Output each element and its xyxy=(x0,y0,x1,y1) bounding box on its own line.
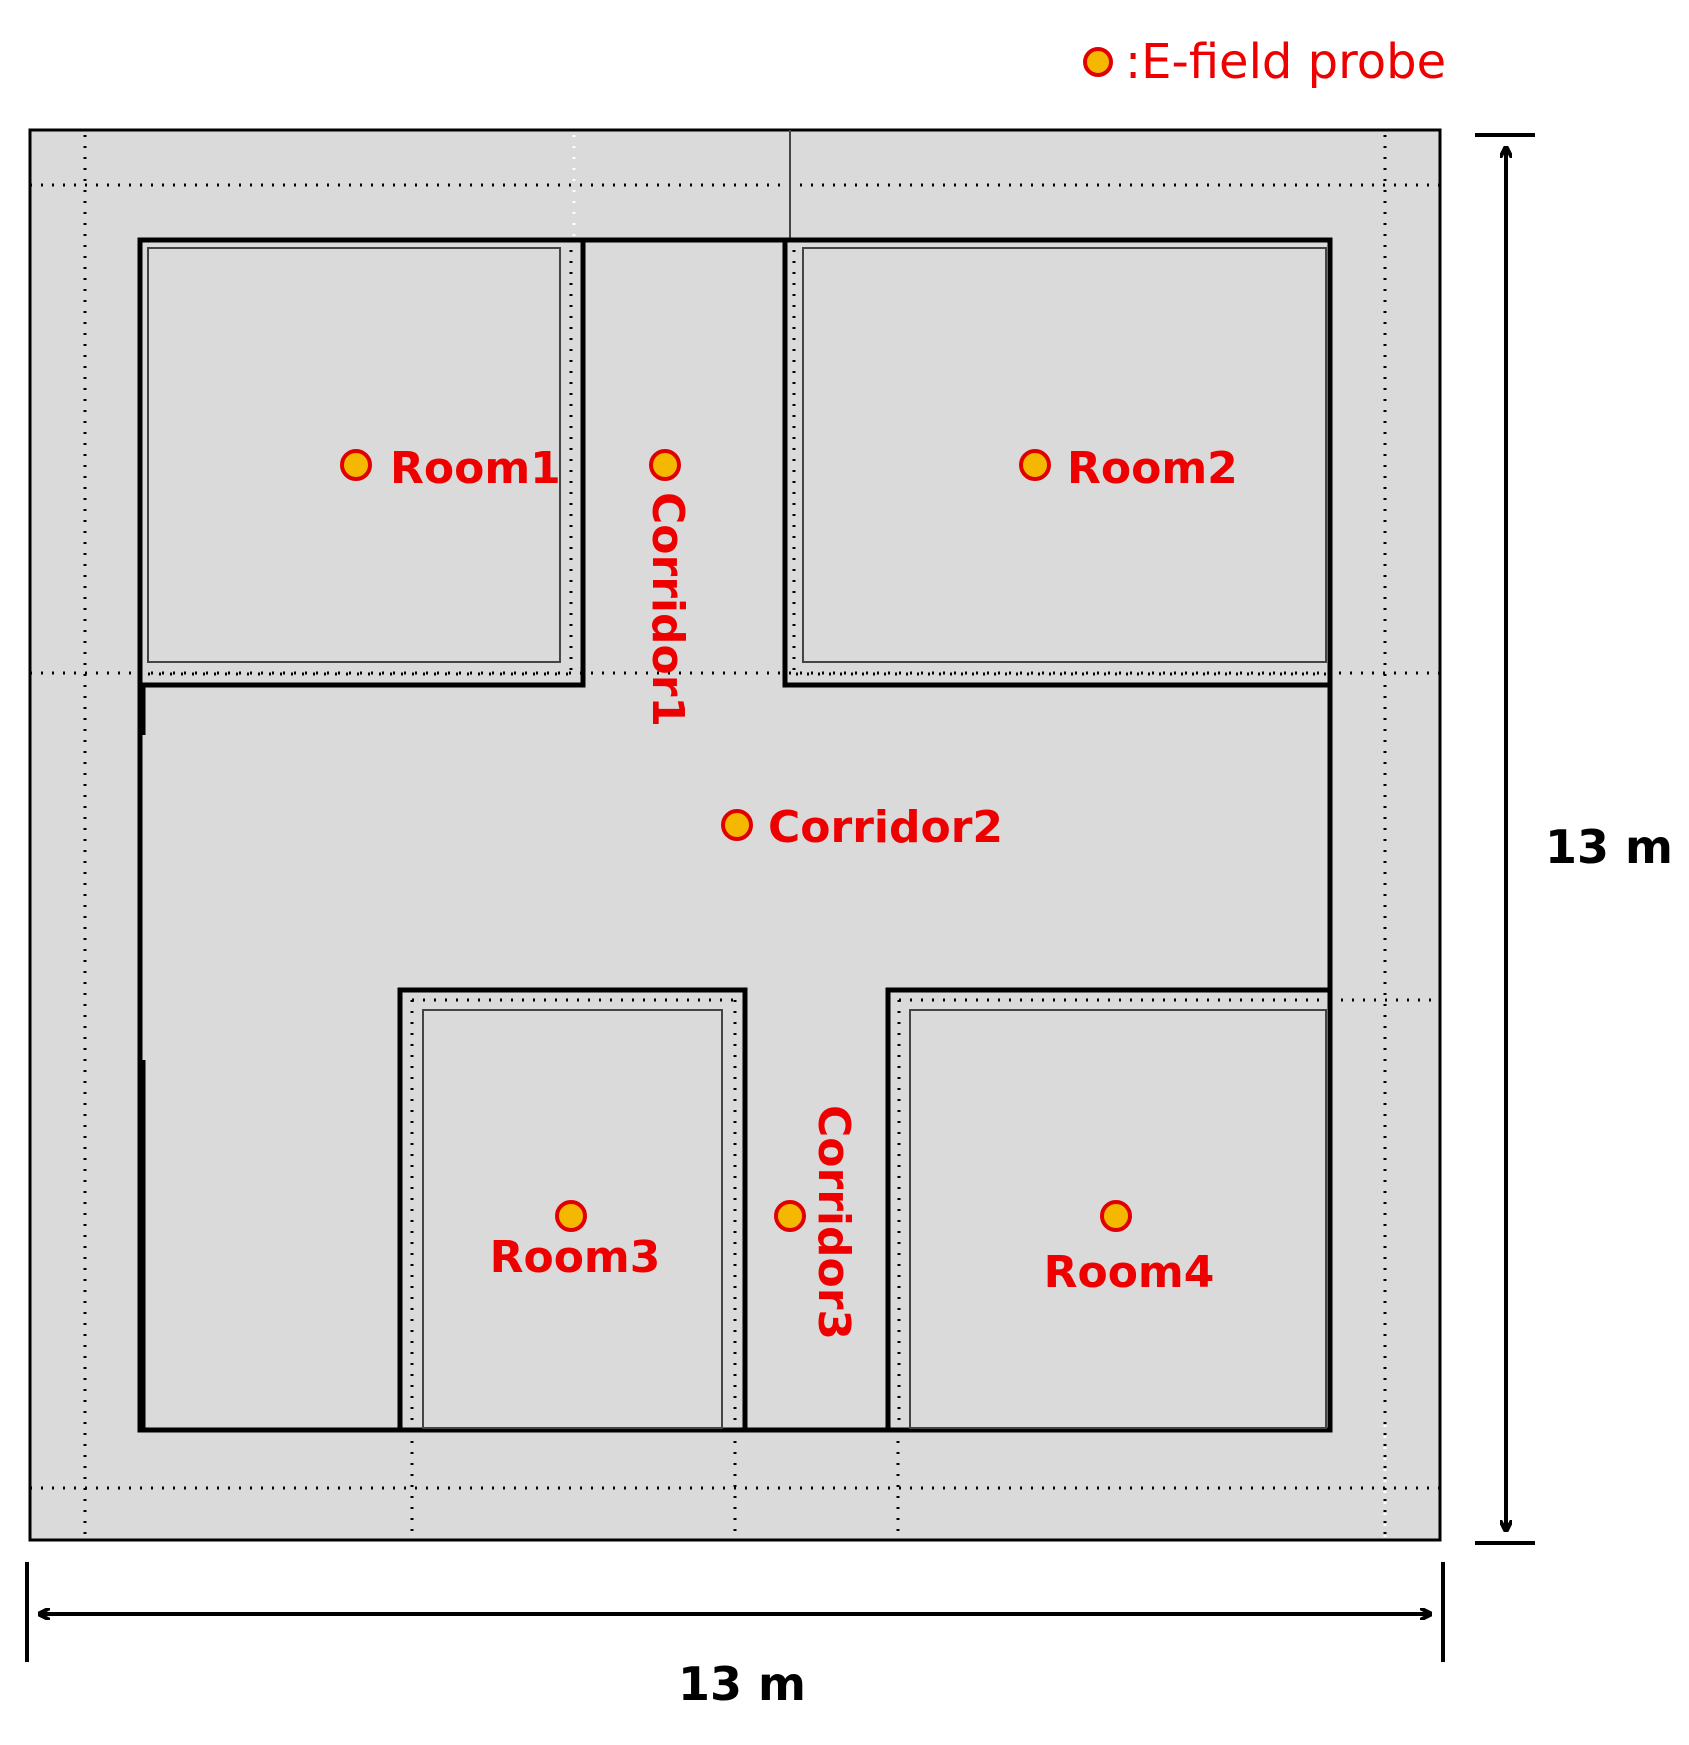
grid-lines xyxy=(30,130,1440,1540)
probes: Room1 Room2 Corridor1 Corridor2 Room3 Co… xyxy=(340,443,1238,1340)
probe-corridor1-marker xyxy=(649,449,681,481)
probe-room1-marker xyxy=(340,449,372,481)
dimension-width: 13 m xyxy=(25,1562,1445,1711)
legend: :E-field probe xyxy=(1083,34,1446,90)
probe-corridor3-label: Corridor3 xyxy=(808,1105,859,1340)
interior-walls xyxy=(137,237,1333,1433)
dimension-height: 13 m xyxy=(1475,133,1673,1545)
probe-corridor3-marker xyxy=(774,1200,806,1232)
probe-room1-label: Room1 xyxy=(390,443,561,494)
height-label: 13 m xyxy=(1545,820,1673,874)
probe-room2-label: Room2 xyxy=(1067,443,1238,494)
probe-corridor2-label: Corridor2 xyxy=(768,802,1003,853)
width-label: 13 m xyxy=(678,1657,806,1711)
probe-room3-label: Room3 xyxy=(490,1232,661,1283)
legend-probe-icon xyxy=(1083,47,1113,77)
probe-room3-marker xyxy=(555,1200,587,1232)
probe-corridor2-marker xyxy=(721,809,753,841)
legend-label: :E-field probe xyxy=(1125,34,1446,90)
probe-room4-marker xyxy=(1100,1200,1132,1232)
probe-room4-label: Room4 xyxy=(1044,1247,1215,1298)
probe-corridor1-label: Corridor1 xyxy=(642,492,693,727)
probe-room2-marker xyxy=(1019,449,1051,481)
